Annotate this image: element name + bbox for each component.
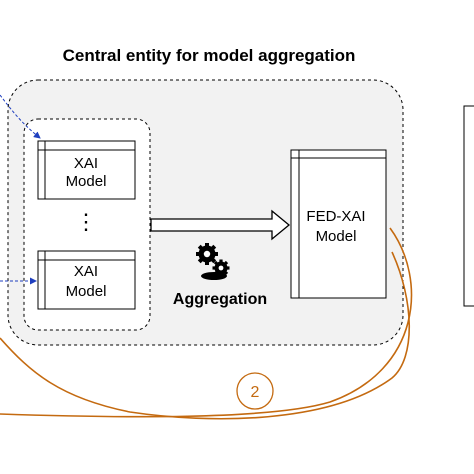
global-model-line1: FED-XAI [306,208,365,225]
central-entity-title: Central entity for model aggregation [63,46,356,65]
aggregation-arrow [150,209,291,241]
local-model-1: XAI Model [37,140,136,200]
global-model-box [290,149,387,299]
aggregation-label: Aggregation [173,291,267,308]
local-model-1-line2: Model [66,173,107,190]
local-model-2: XAI Model [37,250,136,310]
global-model: FED-XAI Model [290,149,387,299]
step-marker-circle [236,372,274,410]
local-model-1-box [37,140,136,200]
external-box-partial [463,105,474,307]
local-model-2-box [37,250,136,310]
distribution-link-outer [0,227,413,418]
step-marker-label: 2 [251,384,260,401]
local-models-ellipsis: ⋮ [75,209,97,234]
local-model-1-line1: XAI [74,155,98,172]
distribution-link-inner [0,251,411,420]
gears-icon [196,243,230,280]
local-model-2-line2: Model [66,283,107,300]
global-model-line2: Model [316,228,357,245]
incoming-link-top [0,94,41,139]
local-model-2-line1: XAI [74,263,98,280]
